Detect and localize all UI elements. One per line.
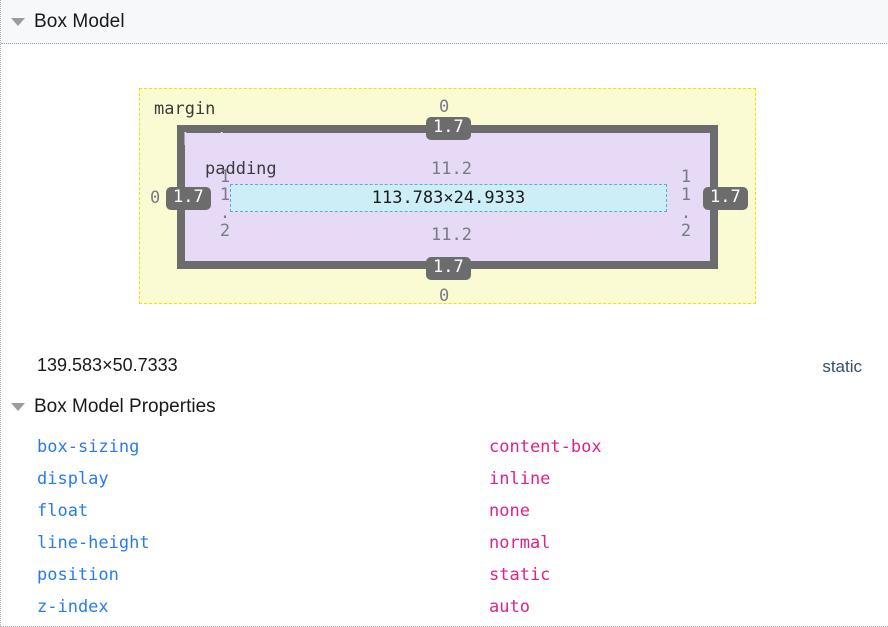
border-right-value[interactable]: 1.7	[703, 187, 748, 210]
padding-right-value[interactable]: 11.2	[676, 167, 696, 239]
property-value[interactable]: none	[489, 501, 530, 521]
table-row[interactable]: float none	[1, 495, 888, 527]
margin-left-value[interactable]: 0	[150, 188, 161, 208]
padding-region-label: padding	[205, 159, 277, 179]
property-value[interactable]: normal	[489, 533, 551, 553]
element-position: static	[822, 357, 862, 376]
padding-bottom-value[interactable]: 11.2	[431, 225, 472, 245]
property-name[interactable]: box-sizing	[37, 437, 140, 457]
border-left-value[interactable]: 1.7	[166, 187, 211, 210]
box-model-diagram: margin 0 0 0 0 border padding 11.2 11.2 …	[1, 44, 888, 344]
table-row[interactable]: display inline	[1, 463, 888, 495]
property-name[interactable]: position	[37, 565, 119, 585]
table-row[interactable]: position static	[1, 559, 888, 591]
padding-region[interactable]: padding 11.2 11.2 11.2 11.2 113.783×24.9…	[185, 133, 710, 261]
property-value[interactable]: static	[489, 565, 551, 585]
margin-bottom-value[interactable]: 0	[439, 286, 450, 306]
property-name[interactable]: display	[37, 469, 109, 489]
border-top-value[interactable]: 1.7	[426, 117, 471, 140]
border-region[interactable]: border padding 11.2 11.2 11.2 11.2 113.7…	[177, 125, 718, 269]
padding-top-value[interactable]: 11.2	[431, 159, 472, 179]
box-model-header[interactable]: Box Model	[1, 0, 888, 44]
table-row[interactable]: box-sizing content-box	[1, 431, 888, 463]
margin-region-label: margin	[154, 99, 216, 119]
property-value[interactable]: inline	[489, 469, 551, 489]
table-row[interactable]: z-index auto	[1, 591, 888, 623]
property-name[interactable]: line-height	[37, 533, 150, 553]
property-name[interactable]: float	[37, 501, 89, 521]
box-model-properties-list: box-sizing content-box display inline fl…	[1, 431, 888, 623]
table-row[interactable]: line-height normal	[1, 527, 888, 559]
border-bottom-value[interactable]: 1.7	[426, 257, 471, 280]
margin-region[interactable]: margin 0 0 0 0 border padding 11.2 11.2 …	[139, 88, 756, 306]
property-name[interactable]: z-index	[37, 597, 109, 617]
property-value[interactable]: auto	[489, 597, 530, 617]
element-size: 139.583×50.7333	[37, 355, 178, 375]
box-model-properties-title: Box Model Properties	[34, 396, 216, 417]
content-dimensions[interactable]: 113.783×24.9333	[371, 188, 526, 208]
box-model-properties-header[interactable]: Box Model Properties	[11, 396, 216, 418]
box-model-summary: 139.583×50.7333 static	[1, 355, 888, 389]
content-region[interactable]: 113.783×24.9333	[230, 184, 667, 212]
property-value[interactable]: content-box	[489, 437, 602, 457]
triangle-down-icon[interactable]	[11, 403, 25, 411]
triangle-down-icon[interactable]	[11, 17, 25, 26]
margin-top-value[interactable]: 0	[439, 97, 450, 117]
page-title: Box Model	[34, 10, 125, 32]
